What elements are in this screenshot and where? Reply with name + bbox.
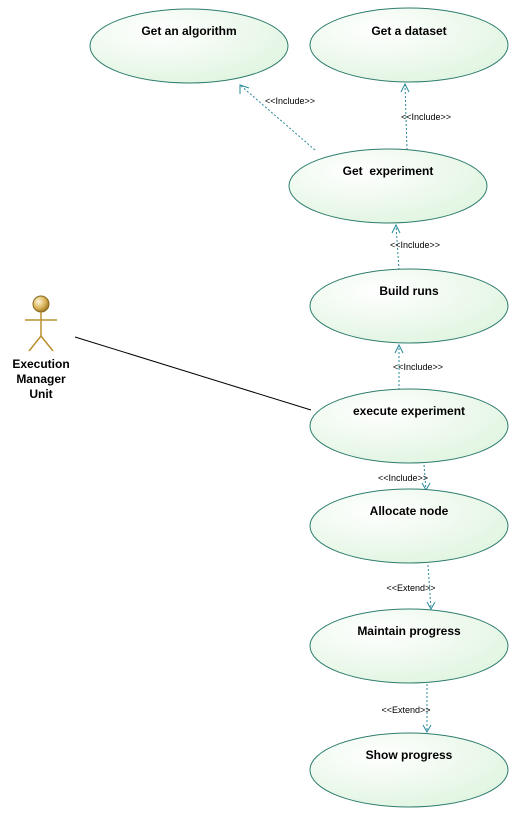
actor-name-line-2: Manager [16,372,66,386]
actor-execution-manager-unit[interactable]: Execution Manager Unit [12,295,70,401]
include-label-allocate-node: <<Include>> [378,473,428,483]
actor-head [32,295,50,313]
actor-left-leg [28,335,42,352]
use-case-label: Get experiment [343,164,434,178]
use-case-label: Maintain progress [357,624,461,638]
include-label-get-algorithm: <<Include>> [265,96,315,106]
use-case-label: Get a dataset [371,24,446,38]
use-case-get-experiment[interactable]: Get experiment [288,148,488,224]
include-label-get-experiment: <<Include>> [390,240,440,250]
use-case-label: Build runs [379,284,439,298]
actor-name-line-1: Execution [12,357,69,371]
actor-name-line-3: Unit [29,387,52,401]
use-case-label: Allocate node [370,504,449,518]
use-case-label: Show progress [366,748,453,762]
use-case-allocate-node[interactable]: Allocate node [309,488,509,564]
extend-label-maintain-progress: <<Extend>> [381,705,430,715]
association-actor-execute-experiment [74,336,312,411]
dependency-get-experiment-to-get-dataset [400,82,410,151]
include-label-build-runs: <<Include>> [393,362,443,372]
dependency-show-progress-to-maintain-progress [422,684,432,734]
actor-right-leg [40,335,54,352]
include-label-get-dataset: <<Include>> [401,112,451,122]
dependency-get-experiment-to-get-algorithm [239,84,316,151]
use-case-execute-experiment[interactable]: execute experiment [309,388,509,464]
use-case-label: execute experiment [353,404,465,418]
use-case-get-dataset[interactable]: Get a dataset [309,7,509,83]
dependency-build-runs-to-get-experiment [391,223,401,271]
use-case-label: Get an algorithm [141,24,236,38]
use-case-build-runs[interactable]: Build runs [309,268,509,344]
use-case-get-algorithm[interactable]: Get an algorithm [89,8,289,84]
use-case-maintain-progress[interactable]: Maintain progress [309,608,509,684]
dependency-execute-experiment-to-build-runs [394,343,404,390]
dependency-maintain-progress-to-allocate-node [426,564,436,611]
extend-label-allocate-node: <<Extend>> [386,583,435,593]
use-case-show-progress[interactable]: Show progress [309,732,509,808]
